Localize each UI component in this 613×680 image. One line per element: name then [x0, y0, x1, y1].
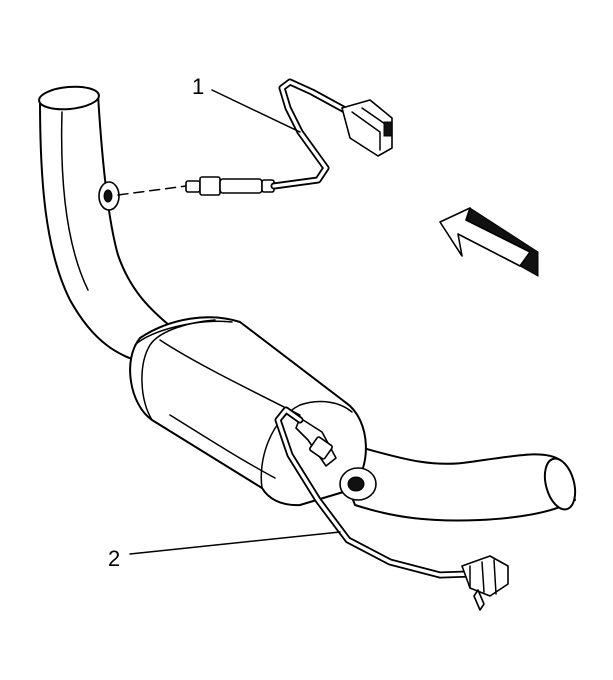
- exhaust-pipe-assembly: [38, 85, 577, 522]
- install-guide-line: [117, 185, 187, 196]
- outlet-pipe-opening: [543, 457, 577, 511]
- converter-center-seam: [159, 339, 301, 416]
- converter-rear-shoulder: [260, 400, 353, 489]
- sensor-2-hex: [309, 436, 333, 460]
- upstream-oxygen-sensor: [117, 78, 393, 196]
- sensor-2-harness-core: [276, 408, 472, 577]
- sensor-1-body: [219, 178, 263, 194]
- converter-front-shoulder: [141, 319, 216, 421]
- callout-2: 2: [108, 531, 341, 571]
- front-pipe: [39, 94, 176, 363]
- callout-1-leader: [211, 89, 301, 133]
- arrow-shape: [439, 207, 531, 267]
- callout-2-label: 2: [108, 546, 120, 571]
- callout-1: 1: [192, 74, 301, 133]
- front-pipe-highlight: [60, 111, 89, 291]
- sensor-1-connector-latch: [383, 121, 393, 137]
- callout-2-leader: [129, 531, 341, 555]
- sensor-1-hex: [199, 176, 221, 196]
- callout-1-label: 1: [192, 74, 204, 99]
- sensor-1-tip: [185, 180, 201, 193]
- front-direction-arrow-icon: [439, 207, 539, 277]
- converter-front-seam: [134, 320, 233, 346]
- rear-sensor-port: [347, 476, 365, 492]
- sensor-2-connector-latch: [473, 589, 485, 611]
- sensor-1-harness-core: [272, 80, 347, 188]
- sensor-2-connector: [461, 555, 509, 597]
- converter-lower-seam: [169, 414, 276, 479]
- sensor-2-connector-detail: [469, 559, 497, 595]
- downstream-oxygen-sensor: [274, 406, 509, 611]
- catalytic-converter: [129, 316, 367, 507]
- front-pipe-sensor-port: [103, 189, 113, 203]
- front-pipe-opening: [38, 85, 100, 111]
